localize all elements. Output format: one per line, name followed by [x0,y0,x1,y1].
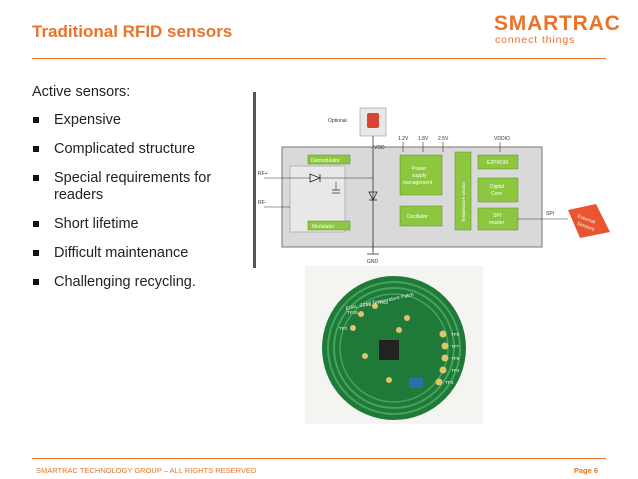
rf-minus-label: RF- [258,200,267,206]
test-point-label: TP2 [339,326,348,331]
vdd-label: VDD [374,145,385,151]
test-point-label: TP4 [451,368,460,373]
diagram-edge-bar [253,92,256,268]
footer-copyright: SMARTRAC TECHNOLOGY GROUP – ALL RIGHTS R… [36,466,257,475]
antenna-coil [333,287,455,409]
title-divider [32,58,606,59]
modulator-label: Modulator [312,224,335,230]
digital-label: Digital [490,184,504,190]
test-point-label: TP7 [451,344,460,349]
diode-symbol [309,173,322,183]
spi-master-label: master [489,220,505,226]
gnd-label: GND [367,259,379,265]
modulator-block [307,220,351,231]
spi-label: SPI [546,211,554,217]
voltage-label: 2.5V [438,136,449,142]
power-management-block [399,154,443,196]
temperature-label: Temperature sensor [461,181,466,222]
page-number: Page 6 [573,466,598,475]
bullet-list: Expensive Complicated structure Special … [32,112,242,291]
demodulator-label: Demodulator [311,158,340,164]
battery-icon [367,113,379,128]
power-label: supply [412,173,427,179]
test-point-pads [350,303,449,386]
smartrac-logo: SMARTRAC connect things [494,12,621,46]
sensor-chip [379,340,399,360]
power-label: Power [412,166,427,172]
eeprom-label: E2PROM [487,160,508,166]
oscillator-block [399,205,443,227]
sensor-board-photo: EVAL-SL13 Temperature Patch TP8 TP7 TP6 … [305,266,483,424]
oscillator-label: Oscillator [407,214,428,220]
vddio-label: VDDIO [494,136,510,142]
bullet-item: Short lifetime [32,216,242,233]
bullet-item: Difficult maintenance [32,245,242,262]
power-label: management [403,180,433,186]
spi-master-block [477,207,519,231]
demodulator-block [307,154,351,165]
test-point-label: TP15 [347,310,358,315]
bullet-item: Challenging recycling. [32,274,242,291]
slide-title: Traditional RFID sensors [32,22,233,41]
footer-divider [32,458,606,459]
rf-plus-label: RF+ [258,171,268,177]
antenna-coil [327,281,461,415]
content-heading: Active sensors: [32,84,131,100]
zener-symbol [368,191,378,201]
antenna-coil [339,293,449,403]
optional-label: Optional [328,118,347,124]
test-point-label: TP8 [451,332,460,337]
test-point-label: TP1 [363,302,372,307]
test-point-label: TP6 [451,356,460,361]
bullet-item: Expensive [32,112,242,129]
test-point-label: TP3 [445,380,454,385]
logo-tagline: connect things [495,34,576,46]
digital-core-block [477,177,519,203]
external-label: External [576,214,595,226]
content-area: Active sensors: Expensive Complicated st… [32,84,242,303]
digital-label: Core [491,191,502,197]
temperature-sensor-block [454,151,472,231]
eeprom-block [477,154,519,170]
voltage-label: 1.8V [418,136,429,142]
voltage-label: 1.2V [398,136,409,142]
bullet-item: Complicated structure [32,141,242,158]
external-sensors-block [568,204,610,238]
sensor-block-diagram: Optional 1.2V 1.8V 2.5V VDD VDDIO RF+ RF… [250,92,620,268]
logo-name: SMARTRAC [494,12,621,35]
bullet-item: Special requirements for readers [32,170,242,204]
spi-master-label: SPI [493,213,501,219]
ti-logo-mark [409,378,423,388]
test-point-label: TP13 [377,300,388,305]
